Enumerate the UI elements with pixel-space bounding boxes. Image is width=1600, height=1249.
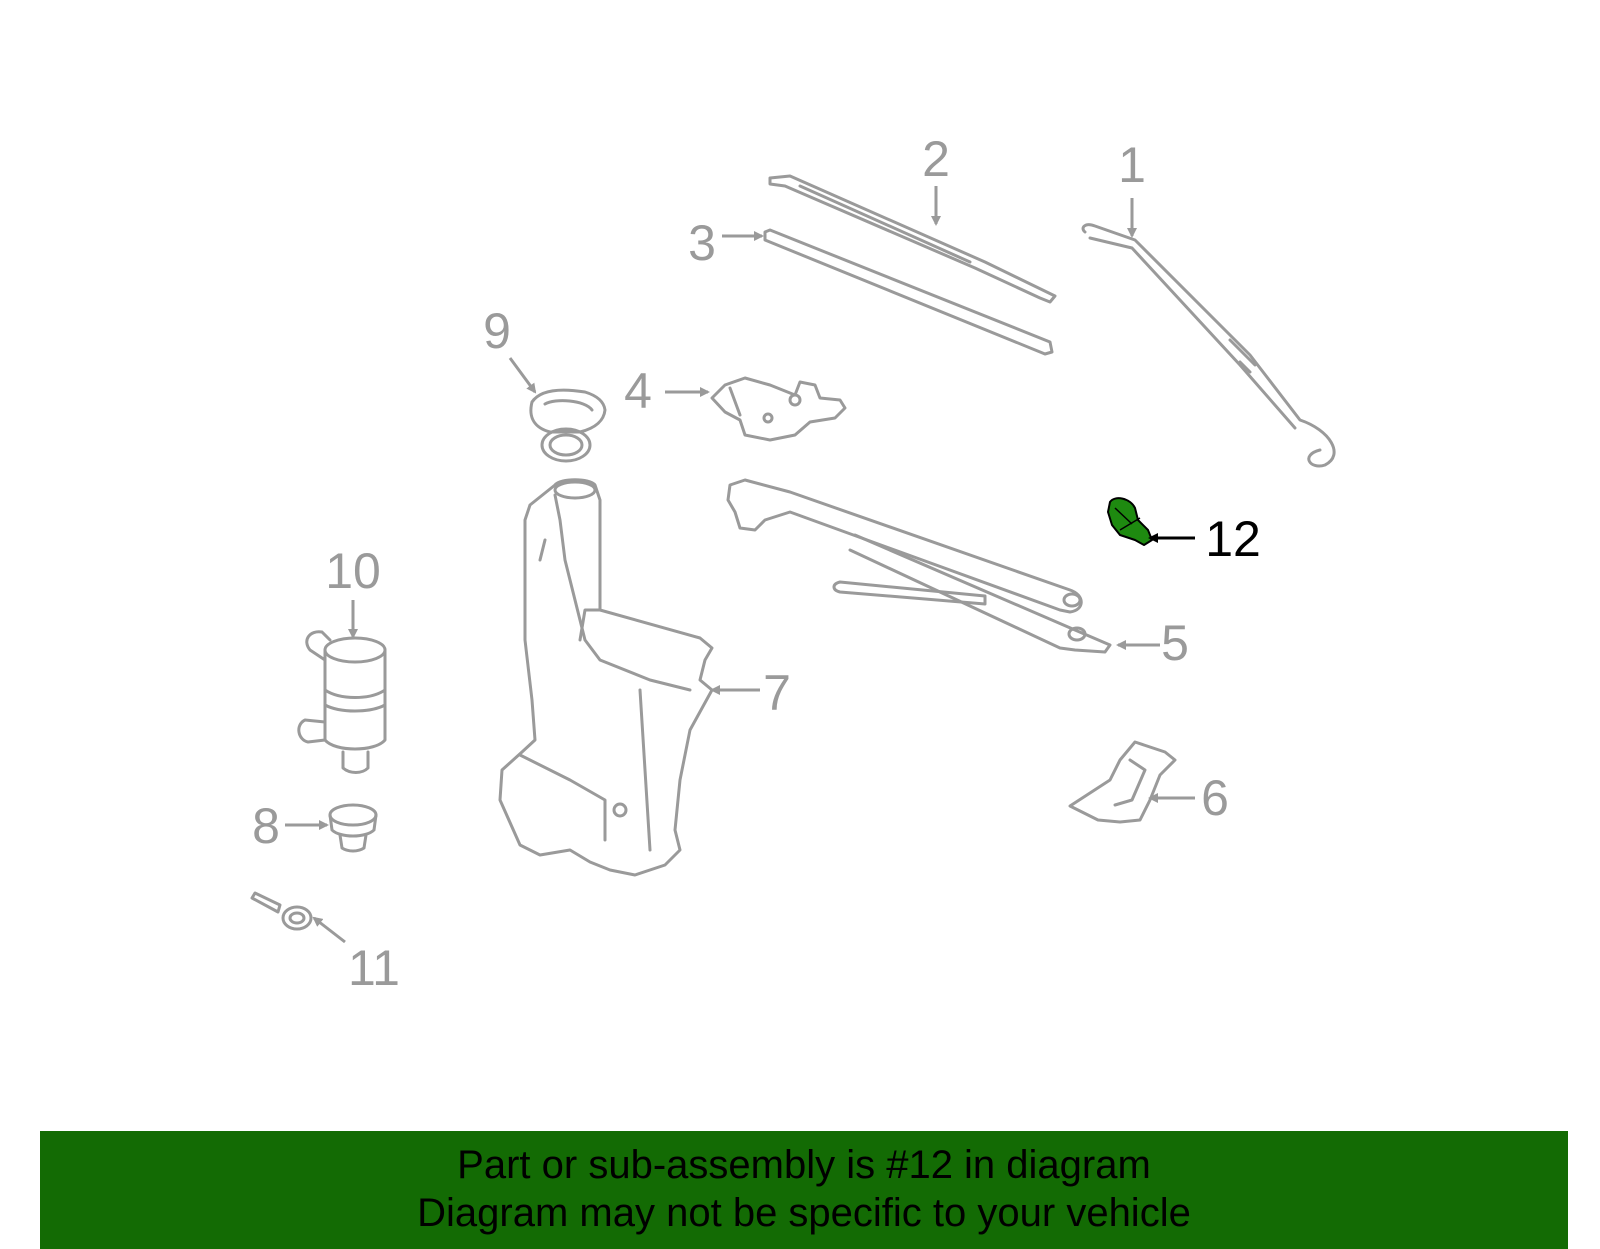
part-12-washer-nozzle[interactable]: [1107, 497, 1153, 546]
callout-labels: 1 2 3 4 5 6 7 8 9 10 11 12: [252, 131, 1261, 996]
part-2-wiper-blade[interactable]: [768, 174, 1057, 304]
callout-7[interactable]: 7: [763, 665, 791, 721]
info-banner: Part or sub-assembly is #12 in diagram D…: [40, 1131, 1568, 1249]
callout-8[interactable]: 8: [252, 798, 280, 854]
leader-arrow-9: [508, 357, 537, 394]
callout-3[interactable]: 3: [688, 215, 716, 271]
part-8-grommet[interactable]: [328, 803, 378, 853]
callout-6[interactable]: 6: [1201, 770, 1229, 826]
part-10-washer-pump[interactable]: [297, 630, 387, 774]
banner-line-disclaimer: Diagram may not be specific to your vehi…: [417, 1191, 1191, 1235]
part-7-washer-reservoir[interactable]: [498, 478, 714, 877]
callout-2[interactable]: 2: [922, 131, 950, 187]
part-5-wiper-linkage[interactable]: [726, 478, 1112, 654]
callout-9[interactable]: 9: [483, 303, 511, 359]
part-9-reservoir-cap[interactable]: [529, 388, 607, 463]
callout-5[interactable]: 5: [1161, 615, 1189, 671]
part-1-wiper-arm[interactable]: [1081, 223, 1336, 468]
callout-12[interactable]: 12: [1205, 511, 1261, 567]
leader-arrows: [285, 186, 1195, 944]
callout-1[interactable]: 1: [1118, 137, 1146, 193]
leader-arrow-11: [312, 916, 346, 944]
banner-line-part-number: Part or sub-assembly is #12 in diagram: [457, 1143, 1151, 1187]
callout-4[interactable]: 4: [624, 363, 652, 419]
part-11-bolt[interactable]: [250, 891, 313, 931]
part-6-bracket[interactable]: [1068, 740, 1177, 824]
part-4-wiper-motor[interactable]: [710, 376, 847, 442]
callout-10[interactable]: 10: [325, 543, 381, 599]
callout-11[interactable]: 11: [348, 940, 400, 996]
part-3-blade-insert[interactable]: [763, 228, 1054, 356]
